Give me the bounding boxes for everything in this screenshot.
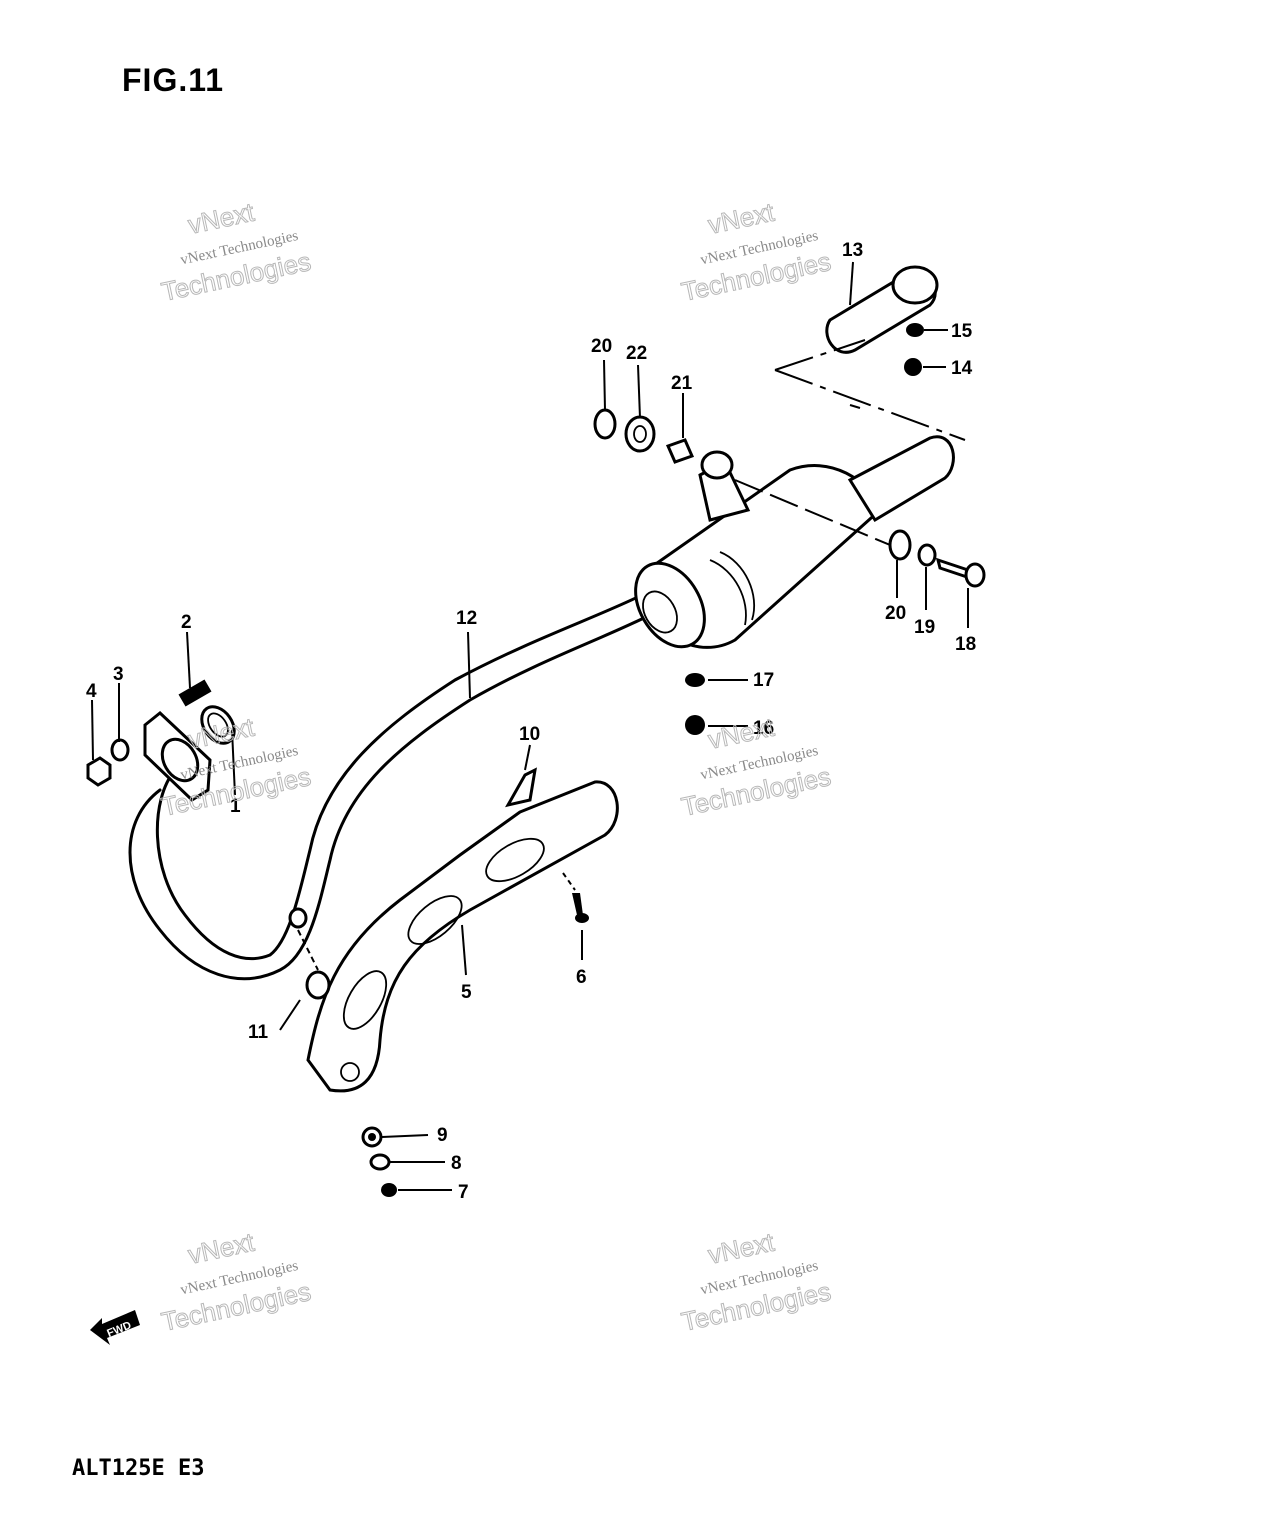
svg-text:vNext: vNext	[705, 197, 777, 240]
figure-title: FIG.11	[122, 62, 225, 98]
label-21: 21	[671, 373, 693, 394]
watermark-top-left: vNext vNext Technologies Technologies	[158, 196, 314, 307]
lock-washer	[110, 738, 130, 762]
label-5: 5	[461, 982, 472, 1003]
exhaust-gasket	[200, 705, 236, 745]
exhaust-pipe	[128, 594, 652, 981]
washer-20-lower	[888, 529, 912, 561]
label-16: 16	[753, 718, 774, 739]
label-9: 9	[437, 1125, 448, 1146]
svg-text:vNext: vNext	[185, 1227, 257, 1270]
nut-9	[361, 1126, 383, 1148]
clip-10	[505, 767, 537, 808]
mount-pin-13	[825, 265, 939, 354]
washer-8	[369, 1153, 391, 1171]
exhaust-flange	[143, 711, 212, 802]
label-3: 3	[113, 664, 124, 685]
label-2: 2	[181, 612, 192, 633]
model-code: ALT125E E3	[72, 1456, 205, 1481]
heat-shield	[306, 780, 619, 1093]
label-18: 18	[955, 634, 976, 655]
cushion-22	[624, 415, 656, 453]
bolt-14	[904, 358, 922, 376]
svg-text:vNext: vNext	[185, 197, 257, 240]
leader-lines	[91, 261, 969, 1191]
label-19: 19	[914, 617, 935, 638]
washer-20-upper	[593, 408, 617, 440]
label-20-upper: 20	[591, 336, 612, 357]
label-6: 6	[576, 967, 587, 988]
watermark-top-right: vNext vNext Technologies Technologies	[678, 196, 834, 307]
bolt-16	[685, 715, 705, 735]
label-12: 12	[456, 608, 477, 629]
nut-17	[685, 673, 705, 687]
label-4: 4	[86, 681, 97, 702]
washer-15	[906, 323, 924, 337]
flange-nut	[86, 756, 112, 787]
label-1: 1	[230, 796, 241, 817]
watermark-bottom-left: vNext vNext Technologies Technologies	[158, 1226, 314, 1337]
grommet-11	[288, 907, 331, 1000]
svg-text:vNext: vNext	[185, 712, 257, 755]
lock-washer-19	[917, 543, 937, 567]
label-20-lower: 20	[885, 603, 906, 624]
fwd-arrow: FWD	[90, 1310, 140, 1345]
stud-bolt	[178, 679, 212, 707]
label-17: 17	[753, 670, 774, 691]
spacer-21	[665, 438, 695, 464]
svg-text:vNext: vNext	[705, 1227, 777, 1270]
label-14: 14	[951, 358, 973, 379]
muffler	[634, 435, 955, 649]
part-labels: 1 2 3 4 5 6 7 8 9 10 11 12 13 14 15 16 1…	[86, 240, 976, 1203]
label-11: 11	[248, 1022, 269, 1043]
bolt-18	[935, 557, 986, 588]
label-8: 8	[451, 1153, 462, 1174]
label-7: 7	[458, 1182, 469, 1203]
label-13: 13	[842, 240, 863, 261]
screw-6	[572, 893, 589, 923]
label-22: 22	[626, 343, 647, 364]
label-15: 15	[951, 321, 973, 342]
svg-text:vNext: vNext	[705, 712, 777, 755]
screw-7	[381, 1183, 397, 1197]
watermark-bottom-right: vNext vNext Technologies Technologies	[678, 1226, 834, 1337]
label-10: 10	[519, 724, 540, 745]
